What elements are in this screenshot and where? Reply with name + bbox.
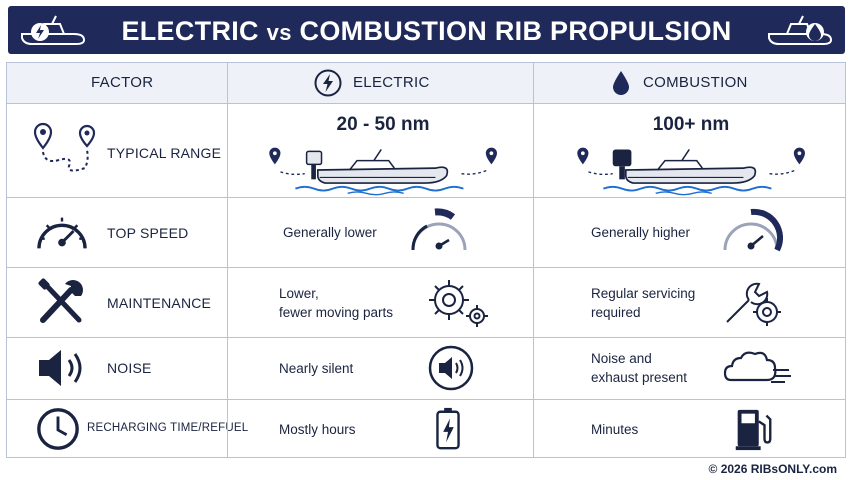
wrench-screwdriver-icon [38, 278, 83, 323]
row-noise: NOISE Nearly silent Noise and exhaust pr… [7, 337, 845, 399]
factor-label-noise: NOISE [107, 360, 152, 376]
route-pin-icon [33, 122, 96, 172]
combustion-rib-boat-icon [577, 147, 805, 196]
copyright-footer: © 2026 RIBsONLY.com [708, 462, 837, 476]
table-header-row: FACTOR ELECTRIC COMBUSTION [7, 63, 845, 103]
electric-noise-text: Nearly silent [279, 361, 354, 376]
electric-maintenance-text-line1: Lower, [279, 286, 319, 301]
fuel-drop-icon [613, 71, 629, 95]
comparison-table: FACTOR ELECTRIC COMBUSTION TYPICAL RANGE… [6, 62, 846, 458]
lightning-icon [314, 69, 342, 97]
header-combustion: COMBUSTION [643, 74, 748, 91]
combustion-noise-text-line1: Noise and [591, 351, 652, 366]
quiet-speaker-icon [428, 345, 474, 391]
row-top-speed: TOP SPEED Generally lower Generally high… [7, 197, 845, 267]
combustion-refuel-text: Minutes [591, 422, 639, 437]
combustion-range-value: 100+ nm [652, 114, 730, 135]
combustion-noise-text-line2: exhaust present [591, 370, 688, 385]
exhaust-cloud-icon [723, 351, 791, 383]
speaker-icon [39, 350, 82, 386]
factor-label-maintenance: MAINTENANCE [107, 295, 212, 311]
high-speed-gauge-icon [723, 208, 783, 252]
header-electric: ELECTRIC [353, 74, 430, 91]
electric-range-value: 20 - 50 nm [336, 114, 430, 135]
electric-recharge-text: Mostly hours [279, 422, 356, 437]
row-recharge-refuel: RECHARGING TIME/REFUEL Mostly hours Minu… [7, 399, 845, 459]
title-banner: ELECTRIC vs COMBUSTION RIB PROPULSION [8, 6, 845, 54]
battery-charge-icon [436, 407, 460, 450]
column-divider-2 [533, 63, 534, 457]
electric-boat-icon [21, 15, 86, 45]
gears-icon [429, 280, 488, 327]
row-typical-range: TYPICAL RANGE 20 - 50 nm 100+ nm [7, 103, 845, 197]
fuel-pump-icon [735, 409, 772, 451]
electric-rib-boat-icon [269, 147, 497, 196]
speedometer-icon [37, 217, 87, 249]
combustion-boat-icon [768, 15, 833, 45]
column-divider-1 [227, 63, 228, 457]
low-speed-gauge-icon [411, 208, 467, 251]
clock-icon [37, 408, 79, 450]
combustion-speed-text: Generally higher [591, 225, 691, 240]
electric-speed-text: Generally lower [283, 225, 377, 240]
factor-label-range: TYPICAL RANGE [107, 145, 222, 161]
combustion-maintenance-text-line2: required [591, 305, 641, 320]
row-maintenance: MAINTENANCE Lower, fewer moving parts Re… [7, 267, 845, 337]
page-title: ELECTRIC vs COMBUSTION RIB PROPULSION [121, 16, 732, 46]
factor-label-speed: TOP SPEED [107, 225, 189, 241]
wrench-gear-icon [726, 282, 781, 326]
factor-label-recharge: RECHARGING TIME/REFUEL [87, 422, 249, 434]
combustion-maintenance-text-line1: Regular servicing [591, 286, 696, 301]
electric-maintenance-text-line2: fewer moving parts [279, 305, 394, 320]
header-factor: FACTOR [91, 74, 154, 91]
